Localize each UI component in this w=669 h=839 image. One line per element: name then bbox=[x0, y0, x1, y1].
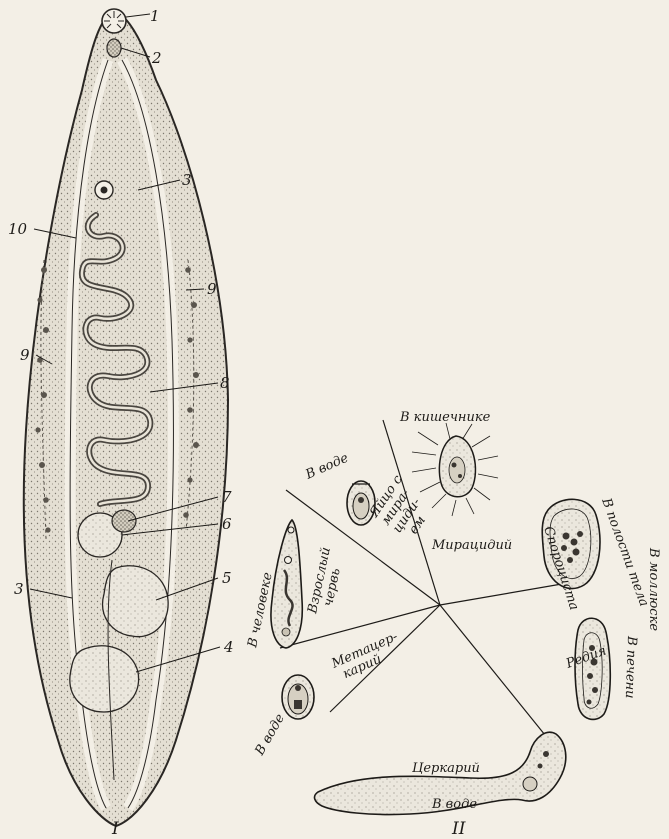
callout-2: 2 bbox=[151, 49, 162, 67]
region-v-mollyuske: В моллюске bbox=[646, 547, 661, 631]
region-v-pecheni: В печени bbox=[622, 635, 639, 699]
pharynx bbox=[107, 39, 121, 57]
callout-10: 10 bbox=[8, 220, 28, 238]
callout-6: 6 bbox=[222, 515, 232, 533]
callout-8: 8 bbox=[220, 374, 230, 392]
cercaria-label: Церкарий bbox=[412, 761, 480, 776]
miracidium bbox=[412, 423, 498, 516]
region-v-vode-top: В воде bbox=[303, 451, 351, 484]
callout-4: 4 bbox=[223, 638, 234, 656]
adult-fluke-drawing bbox=[24, 9, 228, 826]
callout-9-right: 9 bbox=[207, 280, 217, 298]
callout-1: 1 bbox=[150, 7, 160, 25]
shell-gland bbox=[112, 510, 136, 532]
callout-7: 7 bbox=[222, 488, 232, 506]
figure-I-label: I bbox=[111, 819, 119, 839]
adult-worm-small bbox=[271, 520, 302, 648]
callout-5: 5 bbox=[222, 569, 232, 587]
region-v-vode-bottom: В воде bbox=[431, 797, 477, 812]
metacercaria bbox=[282, 675, 314, 719]
region-v-kishechnike: В кишечнике bbox=[399, 410, 491, 425]
callout-3-lower: 3 bbox=[14, 580, 24, 598]
redia bbox=[575, 618, 610, 719]
testis-posterior bbox=[70, 646, 139, 712]
egg-with-miracidium bbox=[347, 481, 375, 525]
region-v-polosti-tela: В полости тела bbox=[598, 495, 651, 608]
callout-3-upper: 3 bbox=[182, 171, 192, 189]
callout-9-left: 9 bbox=[20, 346, 30, 364]
region-v-vode-left: В воде bbox=[252, 711, 288, 759]
miracidium-label: Мирацидий bbox=[431, 538, 512, 553]
figure-II-label: II bbox=[451, 819, 466, 839]
